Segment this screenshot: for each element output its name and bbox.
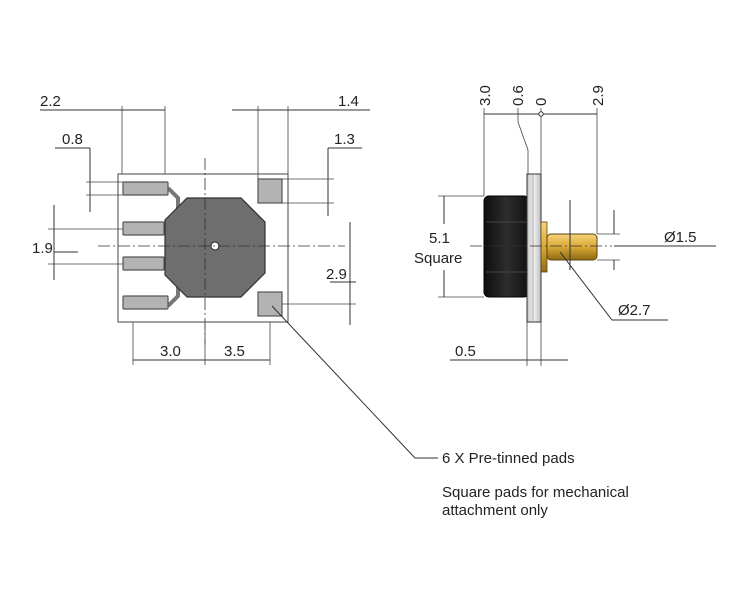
side-view: 3.0 0.6 0 2.9 5.1 Square Ø1.5 Ø2.7 0.5	[414, 85, 716, 366]
notes: 6 X Pre-tinned pads Square pads for mech…	[442, 450, 629, 519]
pad	[122, 295, 169, 310]
dim-right-offset: 2.9	[326, 266, 347, 283]
dim-top-d: 2.9	[590, 85, 607, 106]
dim-flange-diameter: Ø2.7	[618, 302, 651, 319]
dim-pad-pitch: 1.9	[32, 240, 53, 257]
pin-base	[540, 221, 548, 273]
pads-note-line2: attachment only	[442, 502, 548, 519]
dim-bottom-right: 3.5	[224, 343, 245, 360]
dim-top-c: 0	[533, 98, 550, 106]
pad	[122, 181, 169, 196]
dim-square-pad: 1.3	[334, 131, 355, 148]
dim-top-b: 0.6	[510, 85, 527, 106]
component-body	[483, 195, 530, 298]
front-view: 2.2 1.4 0.8 1.3 1.9 2.9 3.0	[32, 93, 438, 459]
dim-top-left-outer: 2.2	[40, 93, 61, 110]
dim-pin-diameter: Ø1.5	[664, 229, 697, 246]
flange	[526, 173, 542, 323]
dim-flange-thickness: 0.5	[455, 343, 476, 360]
pin	[546, 233, 598, 261]
pads-callout-text: 6 X Pre-tinned pads	[442, 450, 575, 467]
dim-bottom-left: 3.0	[160, 343, 181, 360]
pad	[122, 221, 165, 236]
dim-top-a: 3.0	[477, 85, 494, 106]
pads-note-line1: Square pads for mechanical	[442, 484, 629, 501]
pad	[122, 256, 165, 271]
dim-top-right-outer: 1.4	[338, 93, 359, 110]
pads-callout-leader	[271, 305, 438, 459]
dim-pad-width: 0.8	[62, 131, 83, 148]
square-pad	[257, 178, 283, 204]
dim-body-size: 5.1	[429, 230, 450, 247]
dim-body-label: Square	[414, 250, 462, 267]
